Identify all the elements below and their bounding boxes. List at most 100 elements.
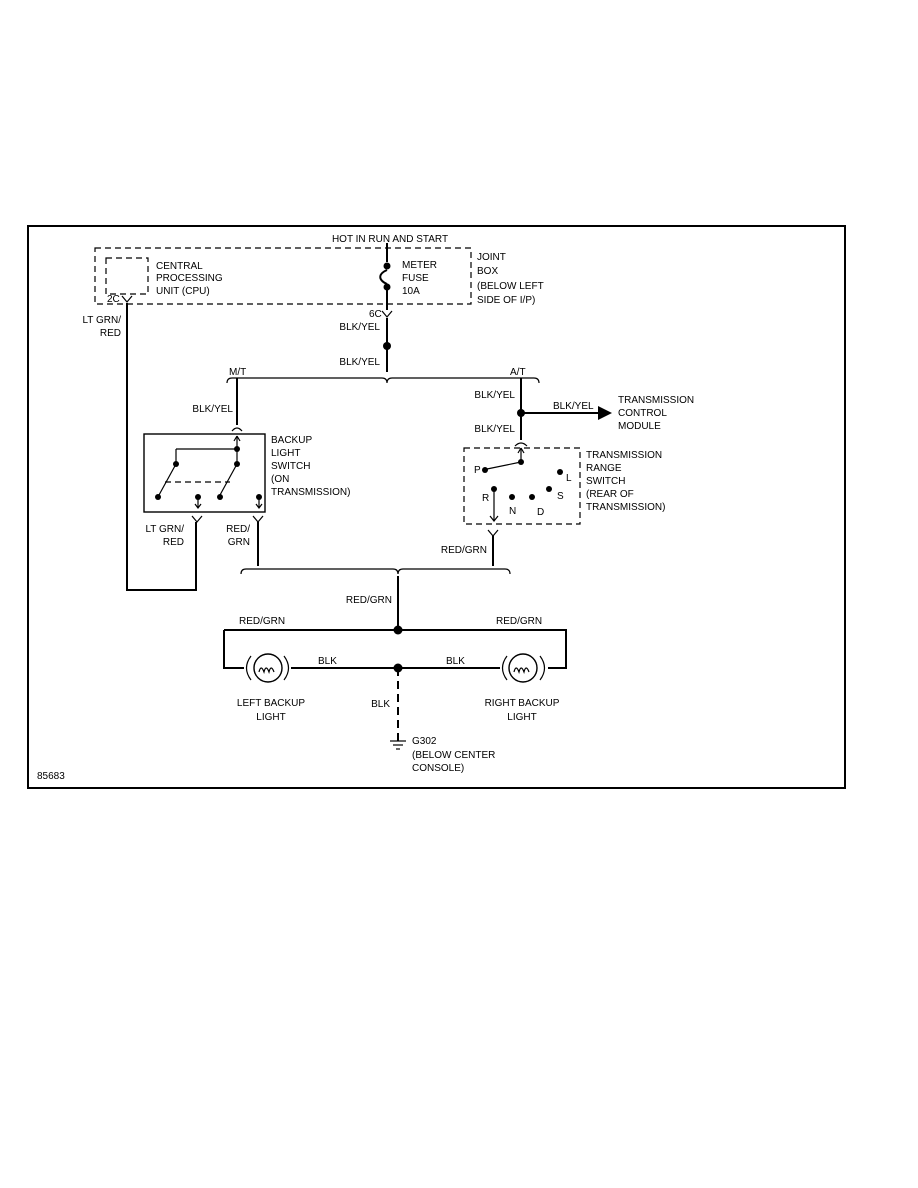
svg-text:SIDE OF I/P): SIDE OF I/P) (477, 295, 535, 306)
svg-text:G302: G302 (412, 736, 437, 747)
svg-text:LEFT BACKUP: LEFT BACKUP (237, 698, 305, 709)
automatic-transmission-label: A/T (510, 367, 526, 378)
wire-label-red-grn-left: RED/GRN (239, 616, 285, 627)
red-grn-merge-bracket (240, 568, 511, 575)
fuse-terminal-top (383, 262, 391, 270)
joint-box-label: JOINT BOX (BELOW LEFT SIDE OF I/P) (477, 252, 544, 306)
svg-text:TRANSMISSION): TRANSMISSION) (586, 502, 665, 513)
wire-label-blk-yel-at-2: BLK/YEL (474, 424, 515, 435)
svg-text:10A: 10A (402, 286, 420, 297)
wire-label-lt-grn-red-cpu: LT GRN/ RED (82, 315, 121, 339)
right-backup-light-label: RIGHT BACKUP LIGHT (485, 698, 560, 723)
wire-label-lt-grn-red-switch: LT GRN/ RED (145, 524, 184, 548)
range-switch-contacts (482, 447, 563, 522)
svg-text:TRANSMISSION: TRANSMISSION (586, 450, 662, 461)
backup-light-switch-box (143, 433, 266, 513)
meter-fuse (379, 269, 388, 285)
red-grn-lamp-wire (223, 629, 567, 669)
range-switch-connector (514, 442, 528, 447)
svg-text:RIGHT BACKUP: RIGHT BACKUP (485, 698, 560, 709)
wire-label-blk-yel-mt: BLK/YEL (192, 404, 233, 415)
wire-label-blk-ground: BLK (371, 699, 390, 710)
wire-label-blk-yel-at-1: BLK/YEL (474, 390, 515, 401)
svg-text:RED: RED (163, 537, 184, 548)
tcm-label: TRANSMISSION CONTROL MODULE (618, 395, 694, 432)
svg-text:LIGHT: LIGHT (256, 712, 285, 723)
range-position-l: L (566, 473, 572, 484)
svg-text:(BELOW CENTER: (BELOW CENTER (412, 750, 495, 761)
figure-id: 85683 (37, 771, 65, 782)
wire-label-blk-left: BLK (318, 656, 337, 667)
svg-text:PROCESSING: PROCESSING (156, 273, 223, 284)
backup-light-switch-label: BACKUP LIGHT SWITCH (ON TRANSMISSION) (271, 435, 350, 498)
svg-text:(BELOW LEFT: (BELOW LEFT (477, 281, 544, 292)
wire-label-red-grn-trunk: RED/GRN (346, 595, 392, 606)
svg-text:BACKUP: BACKUP (271, 435, 312, 446)
svg-text:LT GRN/: LT GRN/ (145, 524, 184, 535)
cpu-label: CENTRAL PROCESSING UNIT (CPU) (156, 261, 223, 297)
manual-transmission-label: M/T (229, 367, 246, 378)
wire-label-blk-yel-2: BLK/YEL (339, 357, 380, 368)
wire-label-blk-right: BLK (446, 656, 465, 667)
svg-text:SWITCH: SWITCH (586, 476, 625, 487)
left-backup-light-label: LEFT BACKUP LIGHT (237, 698, 305, 723)
diagram-frame (27, 225, 846, 789)
svg-text:CONTROL: CONTROL (618, 408, 667, 419)
svg-text:LIGHT: LIGHT (507, 712, 536, 723)
range-switch-box (463, 447, 581, 525)
svg-text:TRANSMISSION: TRANSMISSION (618, 395, 694, 406)
svg-text:JOINT: JOINT (477, 252, 506, 263)
svg-text:LIGHT: LIGHT (271, 448, 300, 459)
fuse-pin-connector (381, 310, 393, 318)
svg-text:MODULE: MODULE (618, 421, 661, 432)
wire-label-blk-yel-1: BLK/YEL (339, 322, 380, 333)
range-position-n: N (509, 506, 516, 517)
switch-red-grn-connector (252, 515, 264, 523)
backup-switch-connector (231, 427, 243, 432)
wire-label-red-grn-at: RED/GRN (441, 545, 487, 556)
cpu-connector (121, 295, 133, 303)
range-switch-out-connector (487, 529, 499, 537)
left-backup-lamp (245, 653, 290, 683)
svg-text:METER: METER (402, 260, 437, 271)
ground-symbol (390, 734, 406, 750)
ground-label: G302 (BELOW CENTER CONSOLE) (412, 736, 495, 774)
svg-text:SWITCH: SWITCH (271, 461, 310, 472)
wire-label-red-grn-right: RED/GRN (496, 616, 542, 627)
range-position-r: R (482, 493, 489, 504)
svg-text:FUSE: FUSE (402, 273, 429, 284)
svg-text:TRANSMISSION): TRANSMISSION) (271, 487, 350, 498)
range-position-d: D (537, 507, 544, 518)
range-position-s: S (557, 491, 564, 502)
svg-text:BOX: BOX (477, 266, 498, 277)
svg-text:(REAR OF: (REAR OF (586, 489, 634, 500)
tcm-arrow (598, 406, 612, 420)
wire-label-red-grn-mt: RED/ GRN (226, 524, 250, 548)
fuse-pin-label: 6C (369, 309, 382, 320)
svg-text:LT GRN/: LT GRN/ (82, 315, 121, 326)
splice-blk-yel (383, 342, 391, 350)
svg-text:(ON: (ON (271, 474, 289, 485)
lt-grn-red-wire (126, 303, 197, 591)
svg-text:GRN: GRN (228, 537, 250, 548)
fuse-terminal-bottom (383, 283, 391, 291)
switch-lt-grn-connector (191, 515, 203, 523)
svg-text:RED/: RED/ (226, 524, 250, 535)
range-position-p: P (474, 465, 481, 476)
mt-at-bracket (226, 377, 540, 384)
wire-label-blk-yel-tcm: BLK/YEL (553, 401, 594, 412)
svg-text:CONSOLE): CONSOLE) (412, 763, 464, 774)
svg-text:RANGE: RANGE (586, 463, 622, 474)
joint-box-outline (94, 247, 472, 305)
svg-text:CENTRAL: CENTRAL (156, 261, 203, 272)
svg-text:UNIT (CPU): UNIT (CPU) (156, 286, 210, 297)
right-backup-lamp (501, 653, 546, 683)
cpu-box (105, 257, 149, 295)
power-label: HOT IN RUN AND START (332, 234, 448, 245)
svg-text:RED: RED (100, 328, 121, 339)
fuse-label: METER FUSE 10A (402, 260, 437, 297)
backup-light-switch-contacts (155, 435, 263, 509)
cpu-pin-label: 2C (107, 294, 120, 305)
range-switch-label: TRANSMISSION RANGE SWITCH (REAR OF TRANS… (586, 450, 665, 513)
